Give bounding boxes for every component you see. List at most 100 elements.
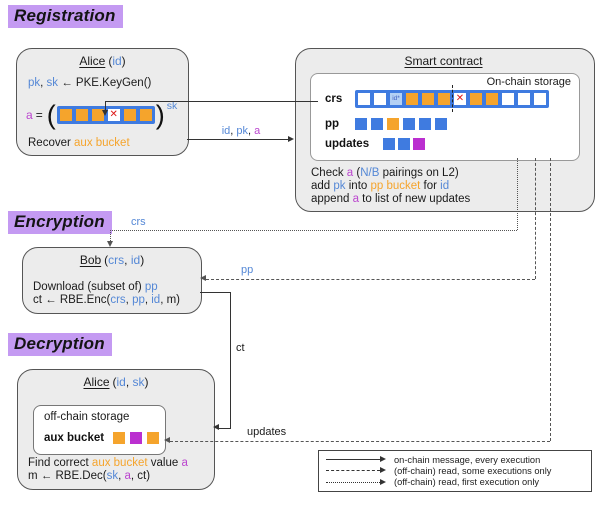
crs-connector-label: crs	[131, 216, 146, 228]
arrowhead-register	[288, 136, 294, 142]
ct-line-h1	[200, 292, 231, 293]
id-pk-a-label: id, pk, a	[195, 125, 287, 137]
paren-open: (	[46, 100, 56, 130]
orange-cell	[91, 109, 104, 121]
smart-contract-title: Smart contract	[296, 54, 594, 68]
decryption-heading: Decryption	[8, 333, 112, 356]
updates-row: updates	[325, 138, 425, 150]
a-token: a	[124, 470, 131, 482]
recover-line: Recover aux bucket	[28, 137, 130, 150]
a-token: a	[26, 108, 33, 122]
text-token: (	[353, 167, 361, 179]
pk-token: pk	[333, 180, 346, 192]
id-token: id	[130, 253, 141, 267]
pp-read-line-h	[206, 279, 535, 280]
text-token: Check	[311, 167, 347, 179]
crs-bar: id*✕	[355, 85, 549, 112]
white-cell	[358, 93, 370, 105]
crs-read-line-v2	[110, 230, 111, 243]
id-token: id	[112, 54, 122, 68]
pp-squares	[355, 118, 447, 130]
text-token: Download (subset of)	[33, 281, 145, 293]
dashed-arrow-sample	[326, 467, 388, 474]
legend-item-dashed: (off-chain) read, some executions only	[326, 466, 584, 476]
arrowhead-ct	[213, 424, 219, 430]
dec-line: m ← RBE.Dec(sk, a, ct)	[28, 470, 150, 483]
blue-cell	[371, 118, 383, 130]
alice-name: Alice	[83, 375, 110, 389]
text-token: Recover	[28, 137, 75, 149]
append-line: append a to list of new updates	[311, 193, 470, 206]
orange-cell	[147, 432, 160, 444]
orange-cell	[139, 109, 152, 121]
enc-line: ct ← RBE.Enc(crs, pp, id, m)	[33, 294, 180, 307]
text-token: )	[140, 253, 145, 267]
solid-arrow-sample	[326, 456, 388, 463]
text-token: ,	[124, 253, 131, 267]
a-token: a	[346, 167, 354, 179]
keygen-line: pk, sk ← PKE.KeyGen()	[28, 77, 151, 90]
a-token: a	[254, 125, 261, 137]
text-token: ,	[125, 375, 133, 389]
legend-item-dotted: (off-chain) read, first execution only	[326, 477, 584, 487]
text-token: (	[104, 253, 109, 267]
pp-token: pp	[144, 281, 158, 293]
orange-cell	[470, 93, 482, 105]
blue-cell	[403, 118, 415, 130]
blue-cell	[383, 138, 395, 150]
sk-token: sk	[46, 77, 59, 89]
onchain-storage-label: On-chain storage	[486, 76, 571, 88]
sk-token: sk	[132, 375, 145, 389]
orange-cell	[422, 93, 434, 105]
text-token: ,	[125, 294, 133, 306]
alice-name: Alice	[79, 54, 106, 68]
text-token: )	[144, 375, 149, 389]
pp-row: pp	[325, 118, 447, 130]
paren-close: )	[155, 100, 165, 130]
alice-reg-title: Alice(id)	[17, 54, 188, 68]
pk-token: pk	[28, 77, 41, 89]
text-token: (	[108, 54, 113, 68]
id-token: id	[221, 125, 231, 137]
aux-bucket-token: aux bucket	[91, 457, 148, 469]
text-token: ,	[40, 77, 47, 89]
legend-item-solid: on-chain message, every execution	[326, 455, 584, 465]
updates-connector-label: updates	[247, 426, 287, 438]
magenta-cell	[413, 138, 425, 150]
pp-bucket-token: pp bucket	[370, 180, 421, 192]
crs-token: crs	[108, 253, 125, 267]
pp-token: pp	[132, 294, 145, 306]
a-equation: a = ( ✕ ) sk	[26, 100, 177, 130]
id-token: id	[116, 375, 126, 389]
onchain-storage-box: On-chain storage crs id*✕ pp updates	[310, 73, 580, 161]
id-token: id	[151, 294, 161, 306]
text-token: )	[121, 54, 126, 68]
text-token: for	[420, 180, 441, 192]
text-token: ,	[230, 125, 237, 137]
orange-cell	[59, 109, 72, 121]
blue-cell	[435, 118, 447, 130]
find-line: Find correct aux bucket value a	[28, 457, 188, 470]
bob-encryption-box: Bob(crs, id) Download (subset of) pp ct …	[22, 247, 202, 314]
legend-label: on-chain message, every execution	[394, 454, 541, 465]
text-token: pairings on L2)	[379, 167, 459, 179]
register-message-line	[187, 139, 289, 140]
blue-cell	[398, 138, 410, 150]
bob-name: Bob	[79, 253, 102, 267]
registration-heading: Registration	[8, 5, 123, 28]
x-cell: ✕	[107, 109, 120, 121]
orange-cell	[438, 93, 450, 105]
white-cell	[502, 93, 514, 105]
text-token: ← PKE.KeyGen()	[58, 77, 152, 89]
updates-read-line-h	[170, 441, 550, 442]
orange-cell	[486, 93, 498, 105]
nb-token: N/B	[360, 167, 380, 179]
white-cell	[534, 93, 546, 105]
legend-box: on-chain message, every execution (off-c…	[318, 450, 592, 492]
id-token: id	[440, 180, 450, 192]
orange-cell	[123, 109, 136, 121]
sk-token: sk	[106, 470, 119, 482]
updates-read-line-v	[550, 158, 551, 441]
arrowhead-updates	[164, 437, 170, 443]
